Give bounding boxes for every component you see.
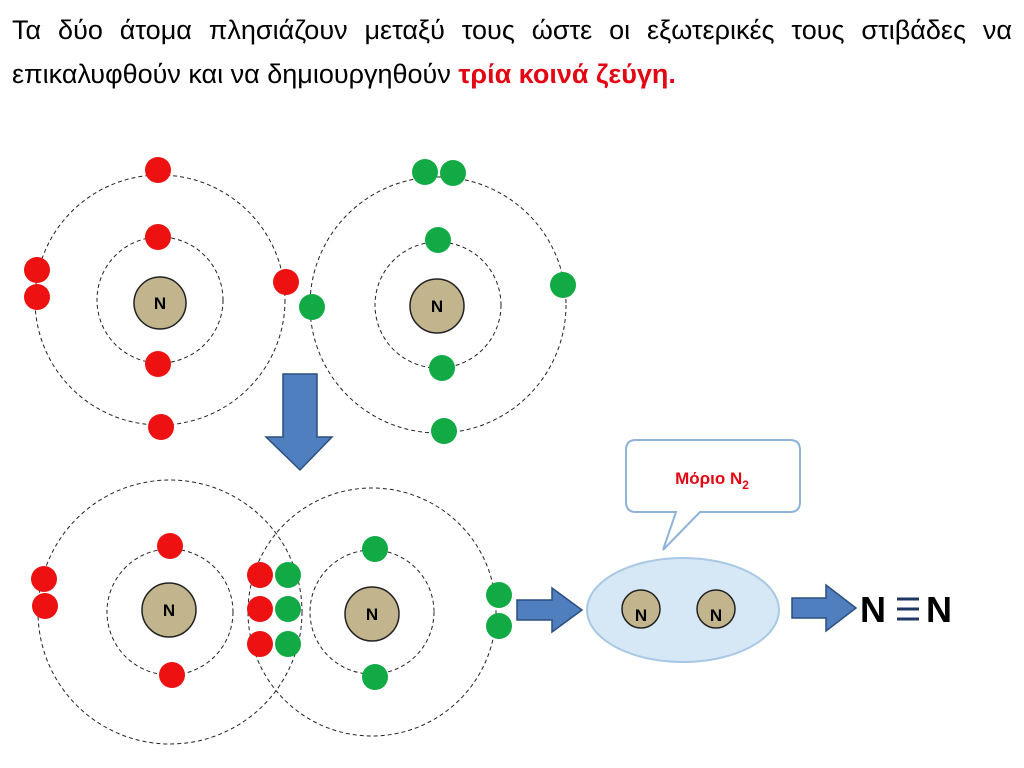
inner-shell [309,549,435,675]
electron [157,533,183,559]
nucleus-label: N [366,605,378,624]
shared-electron [247,631,273,657]
electron [31,566,57,592]
electrons-atom2-bottom [275,536,512,690]
electron [550,272,576,298]
electron [145,351,171,377]
n2-molecule: N N [586,557,780,663]
bubble-label-subscript: 2 [742,478,749,492]
electron [362,664,388,690]
caption-highlight: τρία κοινά ζεύγη [458,59,669,89]
shared-electron [275,596,301,622]
electron [148,414,174,440]
electron [431,418,457,444]
electron [486,582,512,608]
top-right-atom: N [299,159,576,444]
electron [440,160,466,186]
electron [159,662,185,688]
electrons-atom1-bottom [31,533,273,688]
nucleus-label: N [710,606,722,625]
electron [145,157,171,183]
electron [412,159,438,185]
nucleus [141,582,197,638]
nucleus [344,586,400,642]
shared-electron [247,562,273,588]
electron [32,593,58,619]
outer-shell [247,487,497,737]
bubble-label-main: Μόριο N [675,469,742,488]
bottom-right-atom: N [247,487,497,737]
shared-electron [247,596,273,622]
right-arrow-icon [516,586,584,634]
bubble-label: Μόριο N2 [675,469,749,492]
down-arrow-icon [264,373,334,472]
right-arrow-icon [791,583,858,633]
molecule-label-bubble: Μόριο N2 [625,439,801,551]
electron [362,536,388,562]
caption-end: . [668,59,676,89]
shared-electron [275,631,301,657]
top-left-atom: N [24,157,299,440]
nucleus-label: N [635,606,647,625]
nucleus-label: N [431,297,443,316]
nucleus-label: N [154,294,166,313]
electron [425,227,451,253]
electron [145,224,171,250]
nucleus-label: N [163,601,175,620]
electron [299,294,325,320]
electrons-atom2-top [299,159,576,444]
triple-bond-lines [897,597,919,621]
nucleus [409,278,465,334]
electron [486,613,512,639]
bubble-shape [625,439,801,551]
electrons-atom1-top [24,157,299,440]
formula-right-atom: N [926,589,952,630]
nucleus [621,589,661,629]
nucleus [696,589,736,629]
shared-electron [275,562,301,588]
triple-bond-symbol: ≡ [0,0,1,1]
molecule-ellipse [586,557,780,663]
electron [24,257,50,283]
electron [273,269,299,295]
caption-text: Τα δύο άτομα πλησιάζουν μεταξύ τους ώστε… [12,8,1012,96]
electron [429,355,455,381]
formula-left-atom: N [860,589,886,630]
caption-main: Τα δύο άτομα πλησιάζουν μεταξύ τους ώστε… [12,15,1012,89]
electron [24,284,50,310]
triple-bond-formula: N N ≡ [0,0,952,630]
nucleus [133,276,187,330]
